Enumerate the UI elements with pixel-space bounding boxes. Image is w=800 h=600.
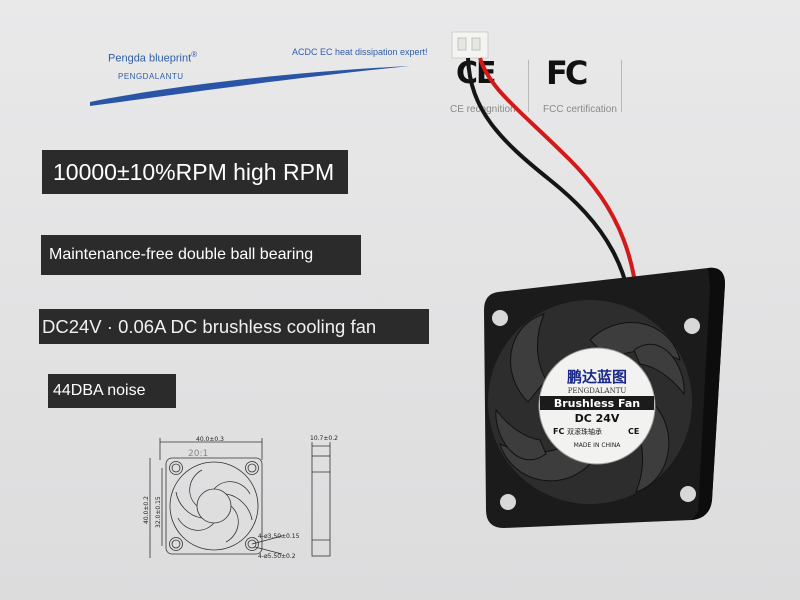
cert-divider [528, 60, 529, 112]
fcc-label: FCC certification [543, 104, 617, 115]
thickness-dimension: 10.7±0.2 [310, 435, 338, 442]
fan-hub-label: 鹏达蓝图 PENGDALANTU Brushless Fan DC 24V FC… [538, 347, 656, 465]
fan-connector [451, 31, 489, 59]
brand-tagline: ACDC EC heat dissipation expert! [292, 47, 428, 57]
hub-bearing: 双滚珠轴承 [567, 427, 602, 436]
feature-bearing: Maintenance-free double ball bearing [41, 235, 361, 275]
height-dimension: 40.0±0.2 [143, 496, 150, 524]
inner-dimension: 32.0±0.15 [155, 496, 162, 528]
brand-subtitle: PENGDALANTU [118, 72, 184, 81]
hub-ce-mark: CE [628, 427, 639, 436]
feature-rpm: 10000±10%RPM high RPM [42, 150, 348, 194]
hole-small-dimension: 4-ø3.50±0.15 [258, 533, 300, 540]
hub-chinese-brand: 鹏达蓝图 [567, 368, 627, 386]
hub-fc-mark: FC [553, 427, 564, 436]
fcc-logo: FC [546, 54, 588, 92]
dimension-drawing: 40.0±0.3 20:1 40.0±0.2 32.0±0.15 4-ø3.50… [143, 435, 338, 560]
brand-swoosh [90, 66, 410, 106]
ce-logo: CE [456, 56, 496, 91]
hub-type: Brushless Fan [554, 397, 640, 410]
hub-origin: MADE IN CHINA [574, 442, 622, 449]
feature-noise: 44DBA noise [48, 374, 176, 408]
hub-voltage: DC 24V [575, 412, 620, 425]
cert-divider [621, 60, 622, 112]
width-dimension: 40.0±0.3 [196, 436, 224, 443]
hub-brand: PENGDALANTU [568, 387, 627, 395]
hole-large-dimension: 4-ø5.50±0.2 [258, 553, 296, 560]
scale-label: 20:1 [188, 449, 208, 459]
brand-name: Pengda blueprint® [108, 50, 198, 65]
feature-voltage: DC24V · 0.06A DC brushless cooling fan [39, 309, 429, 344]
fan-product-image: 鹏达蓝图 PENGDALANTU Brushless Fan DC 24V FC… [451, 31, 725, 528]
